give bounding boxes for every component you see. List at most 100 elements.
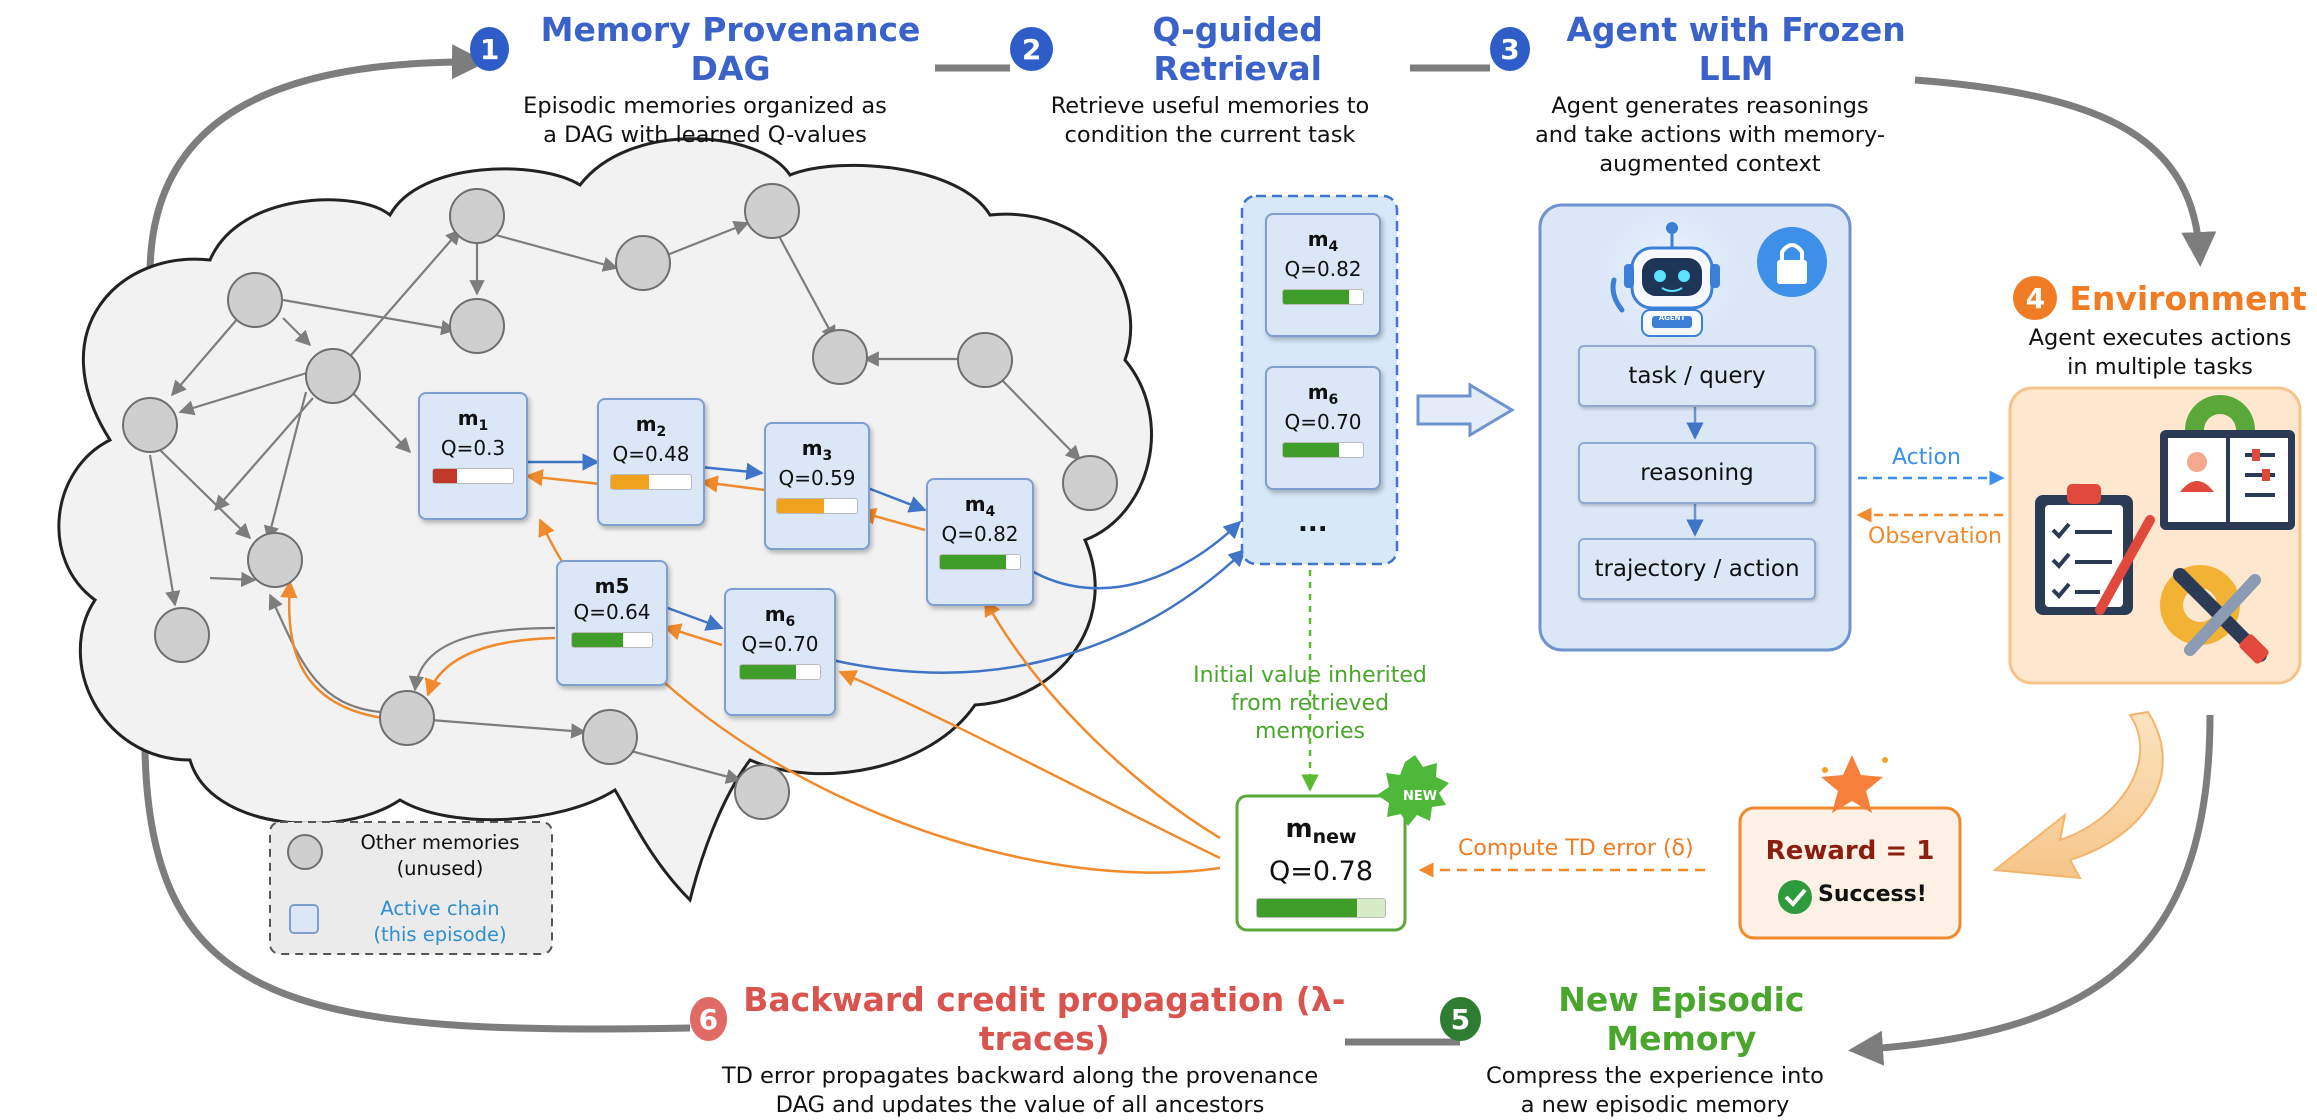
memory-q: Q=0.82 — [941, 522, 1019, 546]
step-5-badge: 5 — [1440, 997, 1481, 1041]
q-bar-fill — [1283, 290, 1349, 304]
new-badge — [1377, 755, 1449, 826]
step-3-header: 3 Agent with Frozen LLM Agent generates … — [1490, 10, 1930, 179]
memory-node — [957, 332, 1013, 388]
step-2-title: Q-guided Retrieval — [1152, 10, 1323, 88]
memory-node — [247, 532, 303, 588]
forward-chain — [525, 453, 1247, 674]
memory-box-m5: m5 Q=0.64 — [556, 560, 668, 686]
lock-icon — [1757, 227, 1827, 297]
td-label: Compute TD error (δ) — [1458, 836, 1694, 861]
action-label: Action — [1892, 445, 1961, 470]
memory-node — [379, 690, 435, 746]
new-memory-bar — [1256, 898, 1386, 918]
legend-active-label: Active chain(this episode) — [373, 897, 507, 946]
retrieved-memory-m6: m6 Q=0.70 — [1265, 366, 1381, 490]
memory-q: Q=0.70 — [741, 632, 819, 656]
memory-box-m6: m6 Q=0.70 — [724, 588, 836, 716]
step-4-badge: 4 — [2013, 276, 2058, 320]
memory-q: Q=0.3 — [440, 436, 506, 460]
reward-panel — [1738, 806, 1962, 940]
diagram-canvas — [57, 44, 2302, 1066]
success-text: Success! — [1818, 882, 1927, 907]
step-6-desc: TD error propagates backward along the p… — [721, 1063, 1319, 1118]
retrieve-m4-link — [1029, 520, 1242, 590]
step-1-header: 1 Memory Provenance DAG Episodic memorie… — [470, 10, 940, 150]
clipboard-icon — [2035, 484, 2155, 615]
robot-tag: AGENT — [1658, 314, 1686, 322]
memory-q: Q=0.82 — [1284, 257, 1362, 281]
step-2-badge: 2 — [1010, 27, 1054, 71]
q-bar-fill — [1283, 443, 1339, 457]
step-3-badge: 3 — [1490, 27, 1531, 71]
memory-node — [1062, 455, 1118, 511]
q-bar-fill — [1257, 899, 1357, 917]
memory-node — [812, 329, 868, 385]
flow-reasoning: reasoning — [1578, 442, 1816, 504]
memory-box-m2: m2 Q=0.48 — [597, 398, 705, 526]
check-icon — [1778, 880, 1812, 914]
q-bar-fill — [777, 499, 825, 513]
memory-node — [449, 188, 505, 244]
legend-blue-box — [289, 904, 319, 934]
other-memory-nodes — [122, 183, 1118, 820]
memory-q: Q=0.64 — [573, 600, 651, 624]
step-5-header: 5 New Episodic Memory Compress the exper… — [1440, 980, 1870, 1120]
cycle-arrow-to-env — [1914, 76, 2217, 267]
observation-label: Observation — [1868, 524, 2002, 549]
td-back-to-m4 — [983, 598, 1221, 840]
legend-panel — [269, 821, 553, 955]
memory-node — [734, 764, 790, 820]
step-4-title: Environment — [2069, 278, 2307, 318]
step-1-badge: 1 — [470, 27, 510, 71]
gear-tools-icon — [2160, 565, 2269, 664]
retrieval-to-agent-arrow — [1416, 382, 1515, 438]
robot-icon — [1600, 210, 1740, 340]
cycle-arrow-to-dag — [146, 44, 487, 276]
q-bar-fill — [572, 633, 624, 647]
profile-book-icon — [2160, 395, 2295, 530]
flow-task-query: task / query — [1578, 345, 1816, 407]
step-6-title: Backward credit propagation (λ-traces) — [743, 980, 1346, 1058]
retrieval-ellipsis: ... — [1298, 508, 1328, 538]
cycle-line-6-1 — [141, 749, 691, 1033]
legend-other-label: Other memories(unused) — [360, 831, 520, 880]
new-memory-box — [1235, 794, 1407, 932]
memory-node — [744, 183, 800, 239]
memory-q: Q=0.48 — [612, 442, 690, 466]
flow-trajectory-action: trajectory / action — [1578, 538, 1816, 600]
memory-box-m3: m3 Q=0.59 — [764, 422, 870, 550]
memory-q: Q=0.59 — [778, 466, 856, 490]
memory-node — [449, 298, 505, 354]
step-1-title: Memory Provenance DAG — [540, 10, 921, 88]
q-bar-fill — [940, 555, 1006, 569]
dag-edges — [148, 216, 1082, 784]
memory-node — [615, 235, 671, 291]
memory-box-m1: m1 Q=0.3 — [418, 392, 528, 520]
step-3-title: Agent with Frozen LLM — [1566, 10, 1906, 88]
memory-node — [227, 272, 283, 328]
step-6-badge: 6 — [690, 997, 727, 1041]
retrieved-memory-m4: m4 Q=0.82 — [1265, 213, 1381, 337]
q-bar-fill — [433, 469, 457, 483]
new-memory-q: Q=0.78 — [1269, 856, 1373, 887]
retrieve-m6-link — [831, 548, 1247, 674]
new-badge-text: NEW — [1402, 789, 1438, 804]
step-6-header: 6 Backward credit propagation (λ-traces)… — [690, 980, 1350, 1120]
legend-gray-node — [287, 834, 323, 870]
env-to-reward-arrow — [1992, 710, 2164, 880]
memory-node — [305, 348, 361, 404]
memory-node — [122, 397, 178, 453]
reward-text: Reward = 1 — [1765, 836, 1935, 866]
star-icon — [1821, 755, 1888, 813]
cycle-arrow-to-memory — [1848, 714, 2214, 1066]
memory-node — [154, 607, 210, 663]
memory-node — [582, 709, 638, 765]
